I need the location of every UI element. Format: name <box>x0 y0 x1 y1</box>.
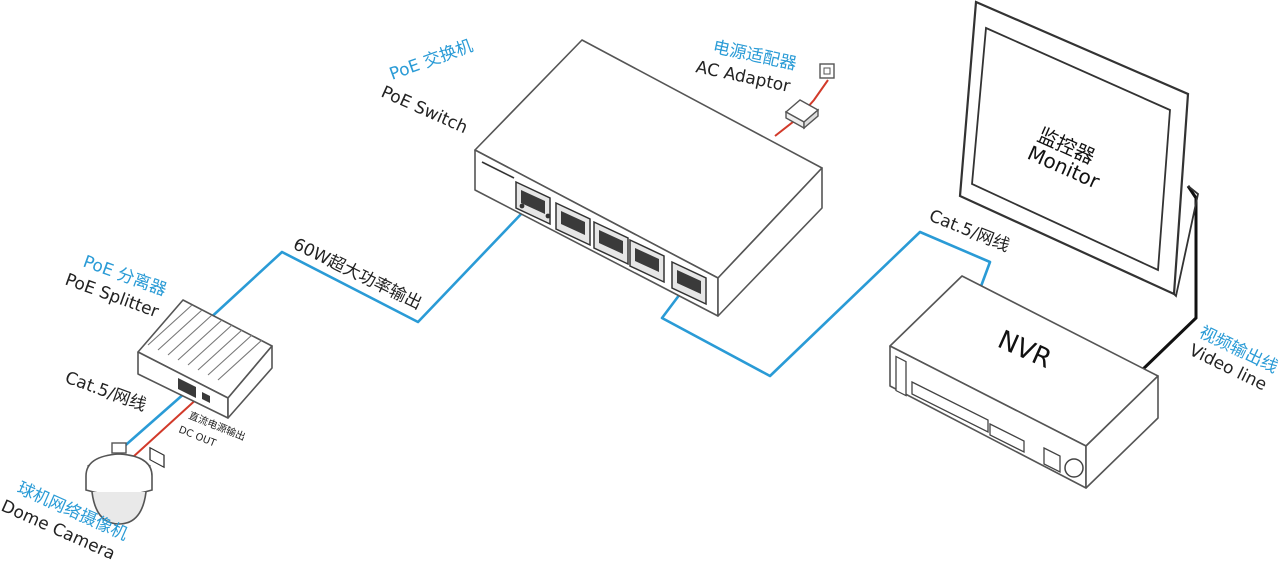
switch-label-cn: PoE 交换机 <box>387 36 476 85</box>
cable-splitter-to-camera-net <box>119 391 187 451</box>
switch-led <box>519 203 525 209</box>
splitter-dc-port <box>202 392 210 403</box>
power-outlet <box>819 63 835 79</box>
cable-switch-to-nvr <box>660 230 992 378</box>
nvr-power-button <box>1043 446 1061 474</box>
nvr <box>889 275 1159 489</box>
switch-label-en: PoE Switch <box>378 82 471 138</box>
splitter-lan-port <box>178 378 196 398</box>
cable-60w-label: 60W超大功率输出 <box>290 235 425 315</box>
nvr-indicator <box>1064 458 1084 478</box>
cat5-left-label: Cat.5/网线 <box>62 368 149 416</box>
nvr-button-panel <box>989 422 1025 454</box>
cable-splitter-to-camera-dc <box>132 395 201 458</box>
switch-port-3 <box>593 220 629 266</box>
switch-port-uplink <box>671 260 707 306</box>
cable-switch-to-splitter <box>205 210 525 324</box>
poe-switch <box>474 39 823 317</box>
nvr-drive-bay <box>911 380 989 434</box>
switch-port-2 <box>555 201 591 247</box>
switch-port-4 <box>629 238 665 284</box>
switch-led <box>545 213 551 219</box>
poe-splitter <box>137 299 273 469</box>
ac-adaptor <box>784 99 820 130</box>
dome-camera <box>85 442 153 525</box>
monitor <box>958 0 1199 298</box>
switch-port-1 <box>515 180 551 226</box>
cable-video-line <box>1138 185 1198 374</box>
